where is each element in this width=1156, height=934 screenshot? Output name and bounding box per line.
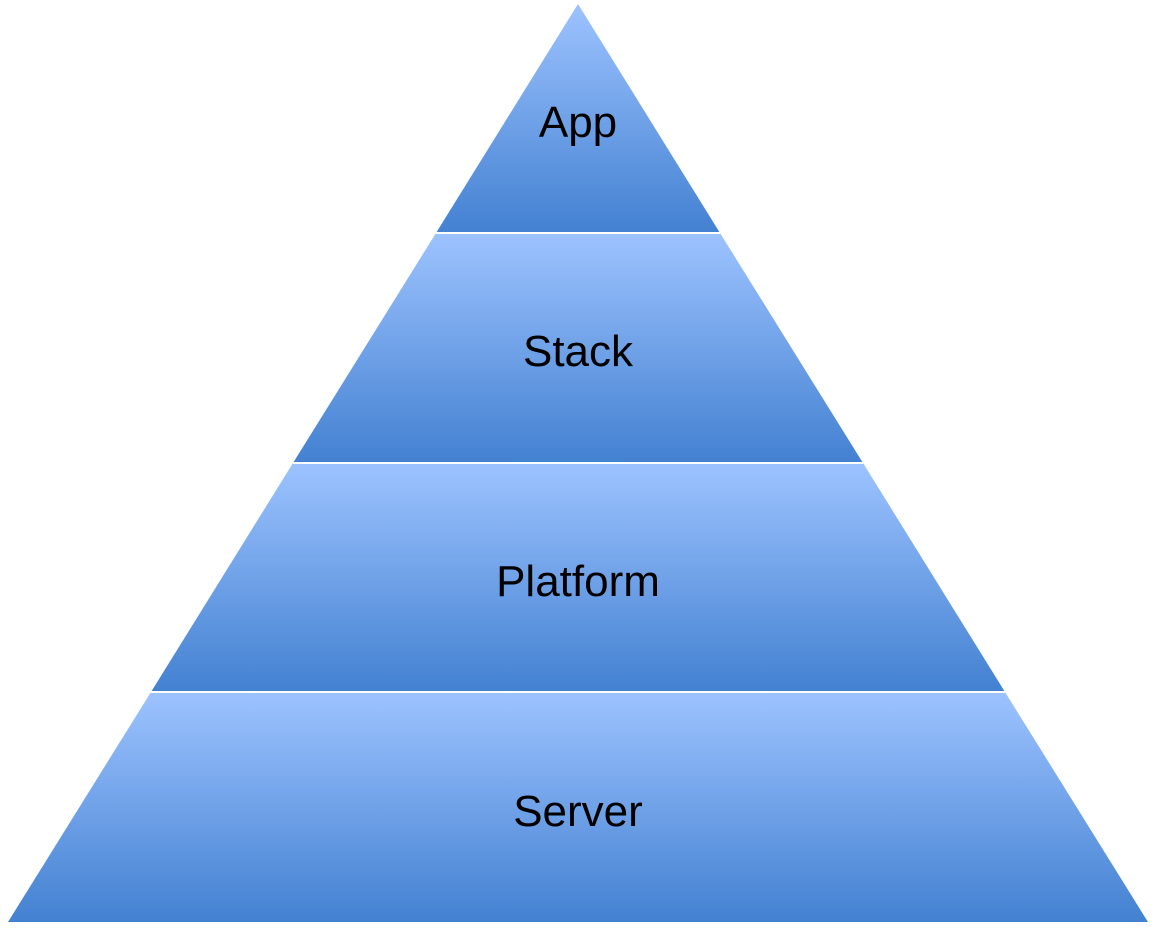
- tier-stack: Stack: [293, 233, 863, 463]
- tier-app-label: App: [539, 98, 617, 147]
- tier-platform-label: Platform: [496, 557, 660, 606]
- tier-server-shape: [8, 692, 1148, 922]
- tier-platform: Platform: [151, 463, 1005, 692]
- tier-server: Server: [8, 692, 1148, 922]
- tier-platform-shape: [151, 463, 1005, 692]
- tier-app-shape: [436, 4, 720, 233]
- tier-server-label: Server: [513, 787, 643, 836]
- tier-stack-label: Stack: [523, 327, 634, 376]
- tier-app: App: [436, 4, 720, 233]
- tier-stack-shape: [293, 233, 863, 463]
